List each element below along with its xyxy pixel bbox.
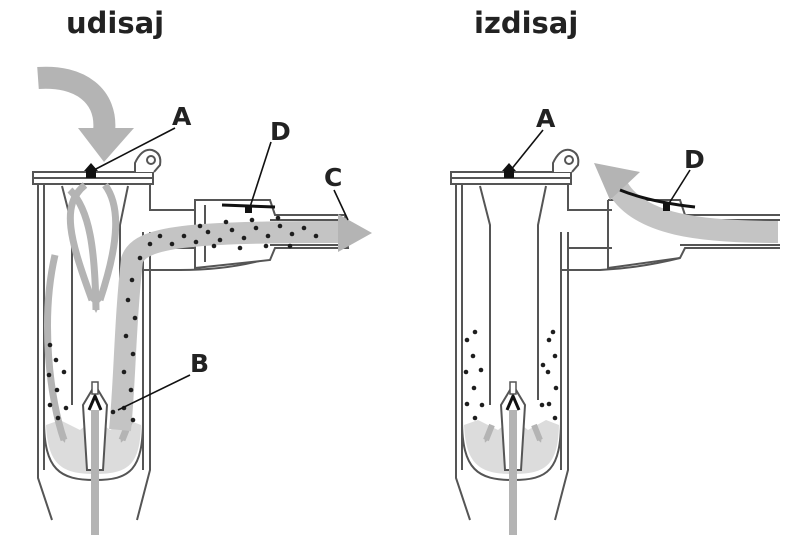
label-leader-lines <box>91 127 349 411</box>
incoming-air-arrow <box>37 66 134 162</box>
exhalation-title: izdisaj <box>474 6 579 40</box>
inhalation-title: udisaj <box>66 6 165 40</box>
exhalation-valve-d-open <box>619 188 696 211</box>
internal-airflow-arrows <box>44 182 134 443</box>
aerosol-particles-right <box>463 329 559 421</box>
exhalation-panel: A D <box>450 104 780 535</box>
label-leader-lines-right <box>509 129 691 206</box>
aerosol-outflow-arrow <box>109 214 372 432</box>
label-b: B <box>190 349 209 378</box>
inner-small-arrows-right <box>483 423 543 443</box>
exhaled-air-arrow <box>594 163 779 243</box>
inhalation-panel: A D C B <box>32 66 372 535</box>
exhalation-valve-d-closed <box>221 203 276 213</box>
label-d-right: D <box>684 145 705 174</box>
label-a-left: A <box>172 102 192 131</box>
inhalation-valve-a <box>84 163 98 178</box>
label-d-left: D <box>270 117 291 146</box>
label-c: C <box>324 163 342 192</box>
aerosol-particles <box>46 215 319 423</box>
label-a-right: A <box>536 104 556 133</box>
